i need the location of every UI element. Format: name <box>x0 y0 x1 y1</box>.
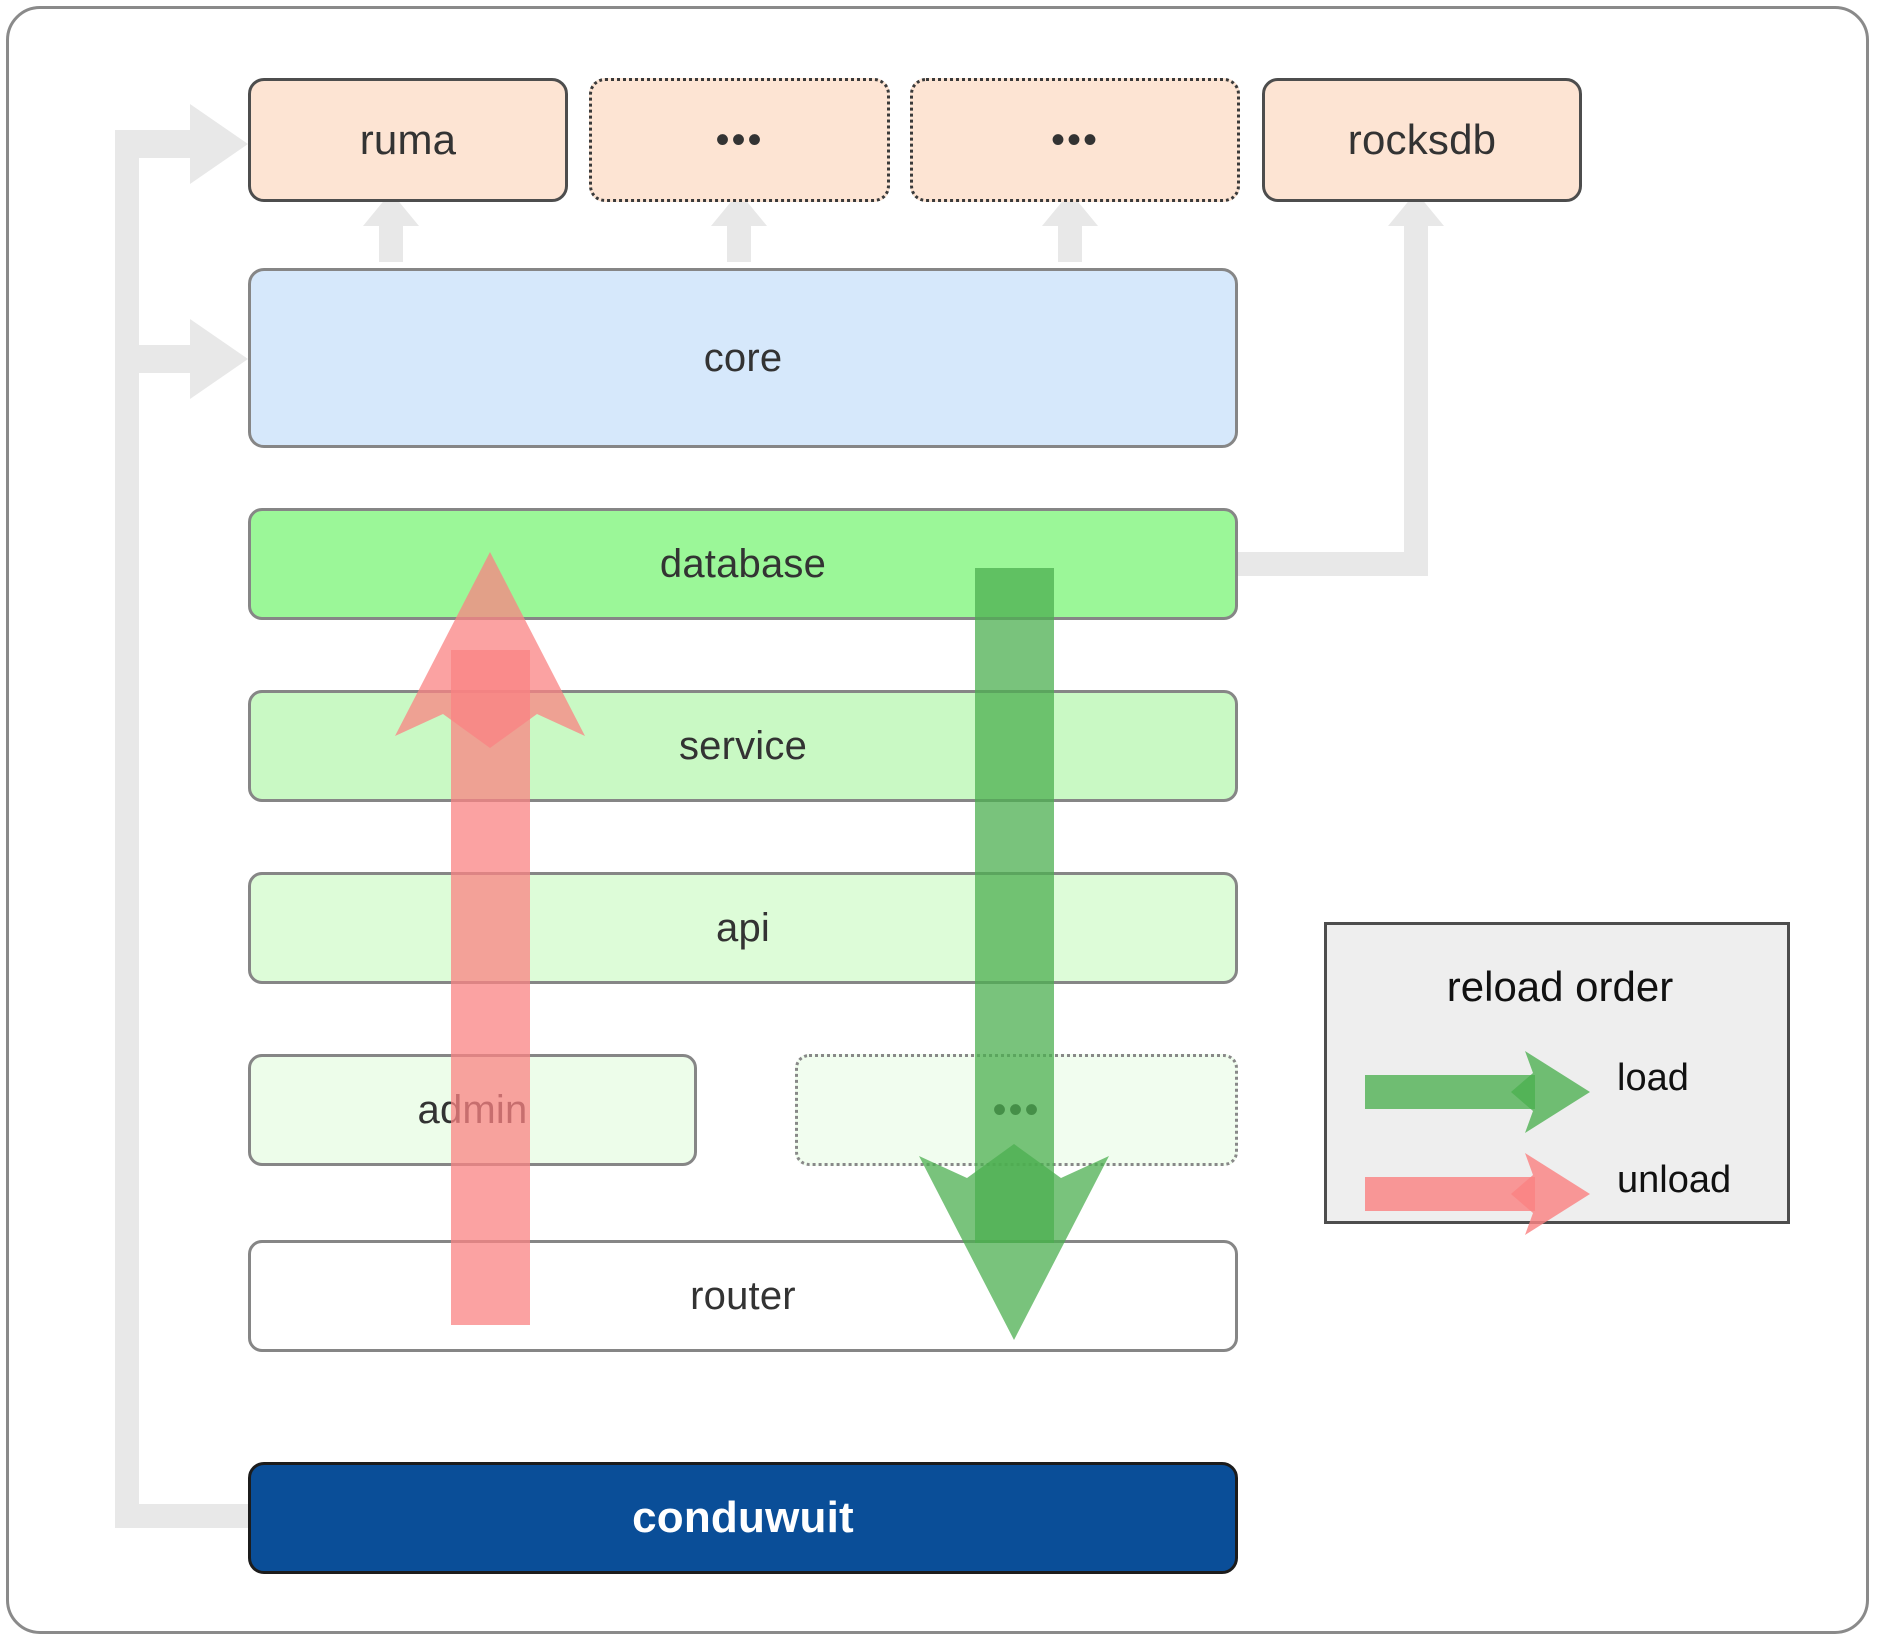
legend-panel: reload order load unload <box>1324 922 1793 1235</box>
dependency-label: ruma <box>359 116 457 163</box>
unload-arrow-icon <box>1365 1153 1590 1235</box>
load-arrow-icon <box>1365 1051 1590 1133</box>
dependency-label: ••• <box>715 118 764 162</box>
layer-node-service[interactable]: service <box>248 690 1238 802</box>
dependency-node-ellipsis-2[interactable]: ••• <box>910 78 1240 202</box>
layer-label: ••• <box>992 1088 1041 1132</box>
layer-node-core[interactable]: core <box>248 268 1238 448</box>
layer-label: admin <box>417 1087 528 1132</box>
layer-label: api <box>716 905 770 950</box>
dependency-label: ••• <box>1050 118 1099 162</box>
legend-label-load: load <box>1617 1057 1689 1099</box>
diagram-frame <box>6 6 1869 1634</box>
layer-label: service <box>678 723 808 768</box>
layer-label: core <box>703 335 783 380</box>
dependency-node-rocksdb[interactable]: rocksdb <box>1262 78 1582 202</box>
legend-row-unload: unload <box>1327 1153 1793 1235</box>
legend-label-unload: unload <box>1617 1159 1732 1201</box>
layer-node-ellipsis[interactable]: ••• <box>795 1054 1238 1166</box>
dependency-node-ruma[interactable]: ruma <box>248 78 568 202</box>
layer-node-api[interactable]: api <box>248 872 1238 984</box>
dependency-label: rocksdb <box>1347 116 1497 163</box>
dependency-node-ellipsis-1[interactable]: ••• <box>589 78 890 202</box>
application-node-conduwuit[interactable]: conduwuit <box>248 1462 1238 1574</box>
layer-label: database <box>659 541 827 586</box>
layer-label: router <box>690 1273 796 1318</box>
layer-node-admin[interactable]: admin <box>248 1054 697 1166</box>
layer-node-database[interactable]: database <box>248 508 1238 620</box>
layer-node-router[interactable]: router <box>248 1240 1238 1352</box>
legend-row-load: load <box>1327 1051 1793 1133</box>
legend-title: reload order <box>1446 963 1674 1010</box>
application-label: conduwuit <box>632 1493 854 1542</box>
